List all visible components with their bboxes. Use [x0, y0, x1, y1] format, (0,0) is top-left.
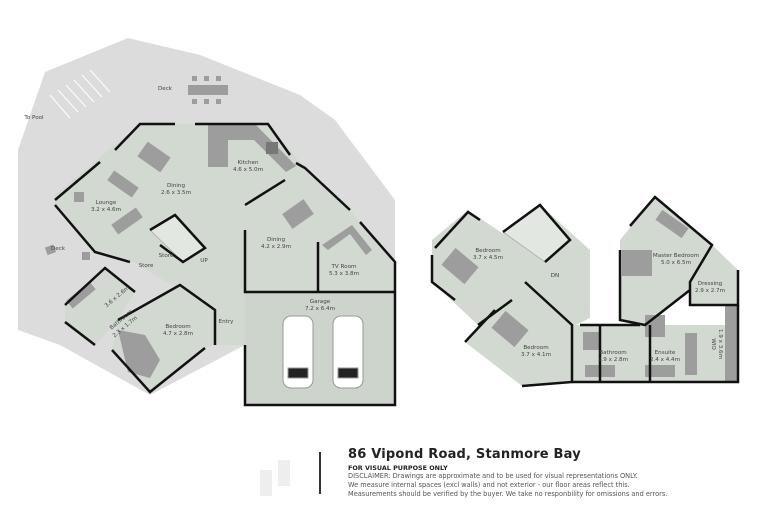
- deck-table: [44, 76, 228, 260]
- dims-dining: 2.6 x 3.5m: [161, 190, 191, 196]
- label-bedroom-1: Bedroom: [475, 248, 500, 254]
- dims-wio: 1.9 x 3.6m: [717, 329, 723, 359]
- label-bedroom-2: Bedroom: [523, 345, 548, 351]
- divider: [319, 452, 321, 494]
- label-tv-room: TV Room: [331, 264, 357, 270]
- label-master-bedroom: Master Bedroom: [653, 253, 699, 259]
- disclaimer-line-3: Measurements should be verified by the b…: [348, 490, 668, 498]
- floor-plan: Deck Deck To Pool Kitchen 4.6 x 5.0m Din…: [18, 38, 740, 407]
- label-store-2: Store: [139, 263, 154, 269]
- label-ensuite: Ensuite: [655, 350, 676, 356]
- label-garage: Garage: [310, 299, 331, 305]
- footer: 86 Vipond Road, Stanmore Bay FOR VISUAL …: [348, 447, 667, 499]
- disclaimer-line-1: DISCLAIMER: Drawings are approximate and…: [348, 472, 638, 480]
- label-wio: WIO: [710, 338, 716, 350]
- label-lounge: Lounge: [96, 200, 117, 206]
- label-bathroom-1f: Bathroom: [599, 350, 626, 356]
- pool-stairs: [49, 69, 111, 119]
- ground-walls: [54, 122, 397, 407]
- dims-tv-room: 5.3 x 3.8m: [329, 271, 359, 277]
- dims-bedroom: 4.7 x 2.8m: [163, 331, 193, 337]
- dims-kitchen: 4.6 x 5.0m: [233, 167, 263, 173]
- dims-master-bedroom: 5.0 x 6.5m: [661, 260, 691, 266]
- label-dn: DN: [551, 273, 560, 279]
- label-store: Store: [159, 253, 174, 259]
- dims-ensuite: 2.4 x 4.4m: [650, 357, 680, 363]
- label-up: UP: [200, 258, 208, 264]
- kitchen-counters: [208, 125, 296, 172]
- label-bedroom: Bedroom: [165, 324, 190, 330]
- label-kitchen: Kitchen: [237, 160, 258, 166]
- dims-bathroom-1f: 2.9 x 2.8m: [598, 357, 628, 363]
- dims-bedroom-2: 3.7 x 4.1m: [521, 352, 551, 358]
- label-deck-2: Deck: [51, 246, 66, 252]
- dims-lounge: 3.2 x 4.6m: [91, 207, 121, 213]
- dims-dining-2: 4.2 x 2.9m: [261, 244, 291, 250]
- dims-bedroom-1: 3.7 x 4.5m: [473, 255, 503, 261]
- address-title: 86 Vipond Road, Stanmore Bay: [348, 447, 581, 462]
- dims-garage: 7.2 x 6.4m: [305, 306, 335, 312]
- label-dining: Dining: [167, 183, 186, 189]
- visual-purpose-notice: FOR VISUAL PURPOSE ONLY: [348, 464, 448, 472]
- label-dressing: Dressing: [698, 281, 723, 287]
- label-entry: Entry: [219, 319, 235, 325]
- furniture: [66, 141, 372, 378]
- company-logo: [260, 460, 290, 496]
- dims-dressing: 2.9 x 2.7m: [695, 288, 725, 294]
- label-dining-2: Dining: [267, 237, 286, 243]
- disclaimer-line-2: We measure internal spaces (excl walls) …: [348, 481, 630, 489]
- label-to-pool: To Pool: [23, 115, 44, 121]
- first-floor-walls: [430, 195, 740, 388]
- label-deck: Deck: [158, 86, 173, 92]
- cars: [282, 315, 364, 389]
